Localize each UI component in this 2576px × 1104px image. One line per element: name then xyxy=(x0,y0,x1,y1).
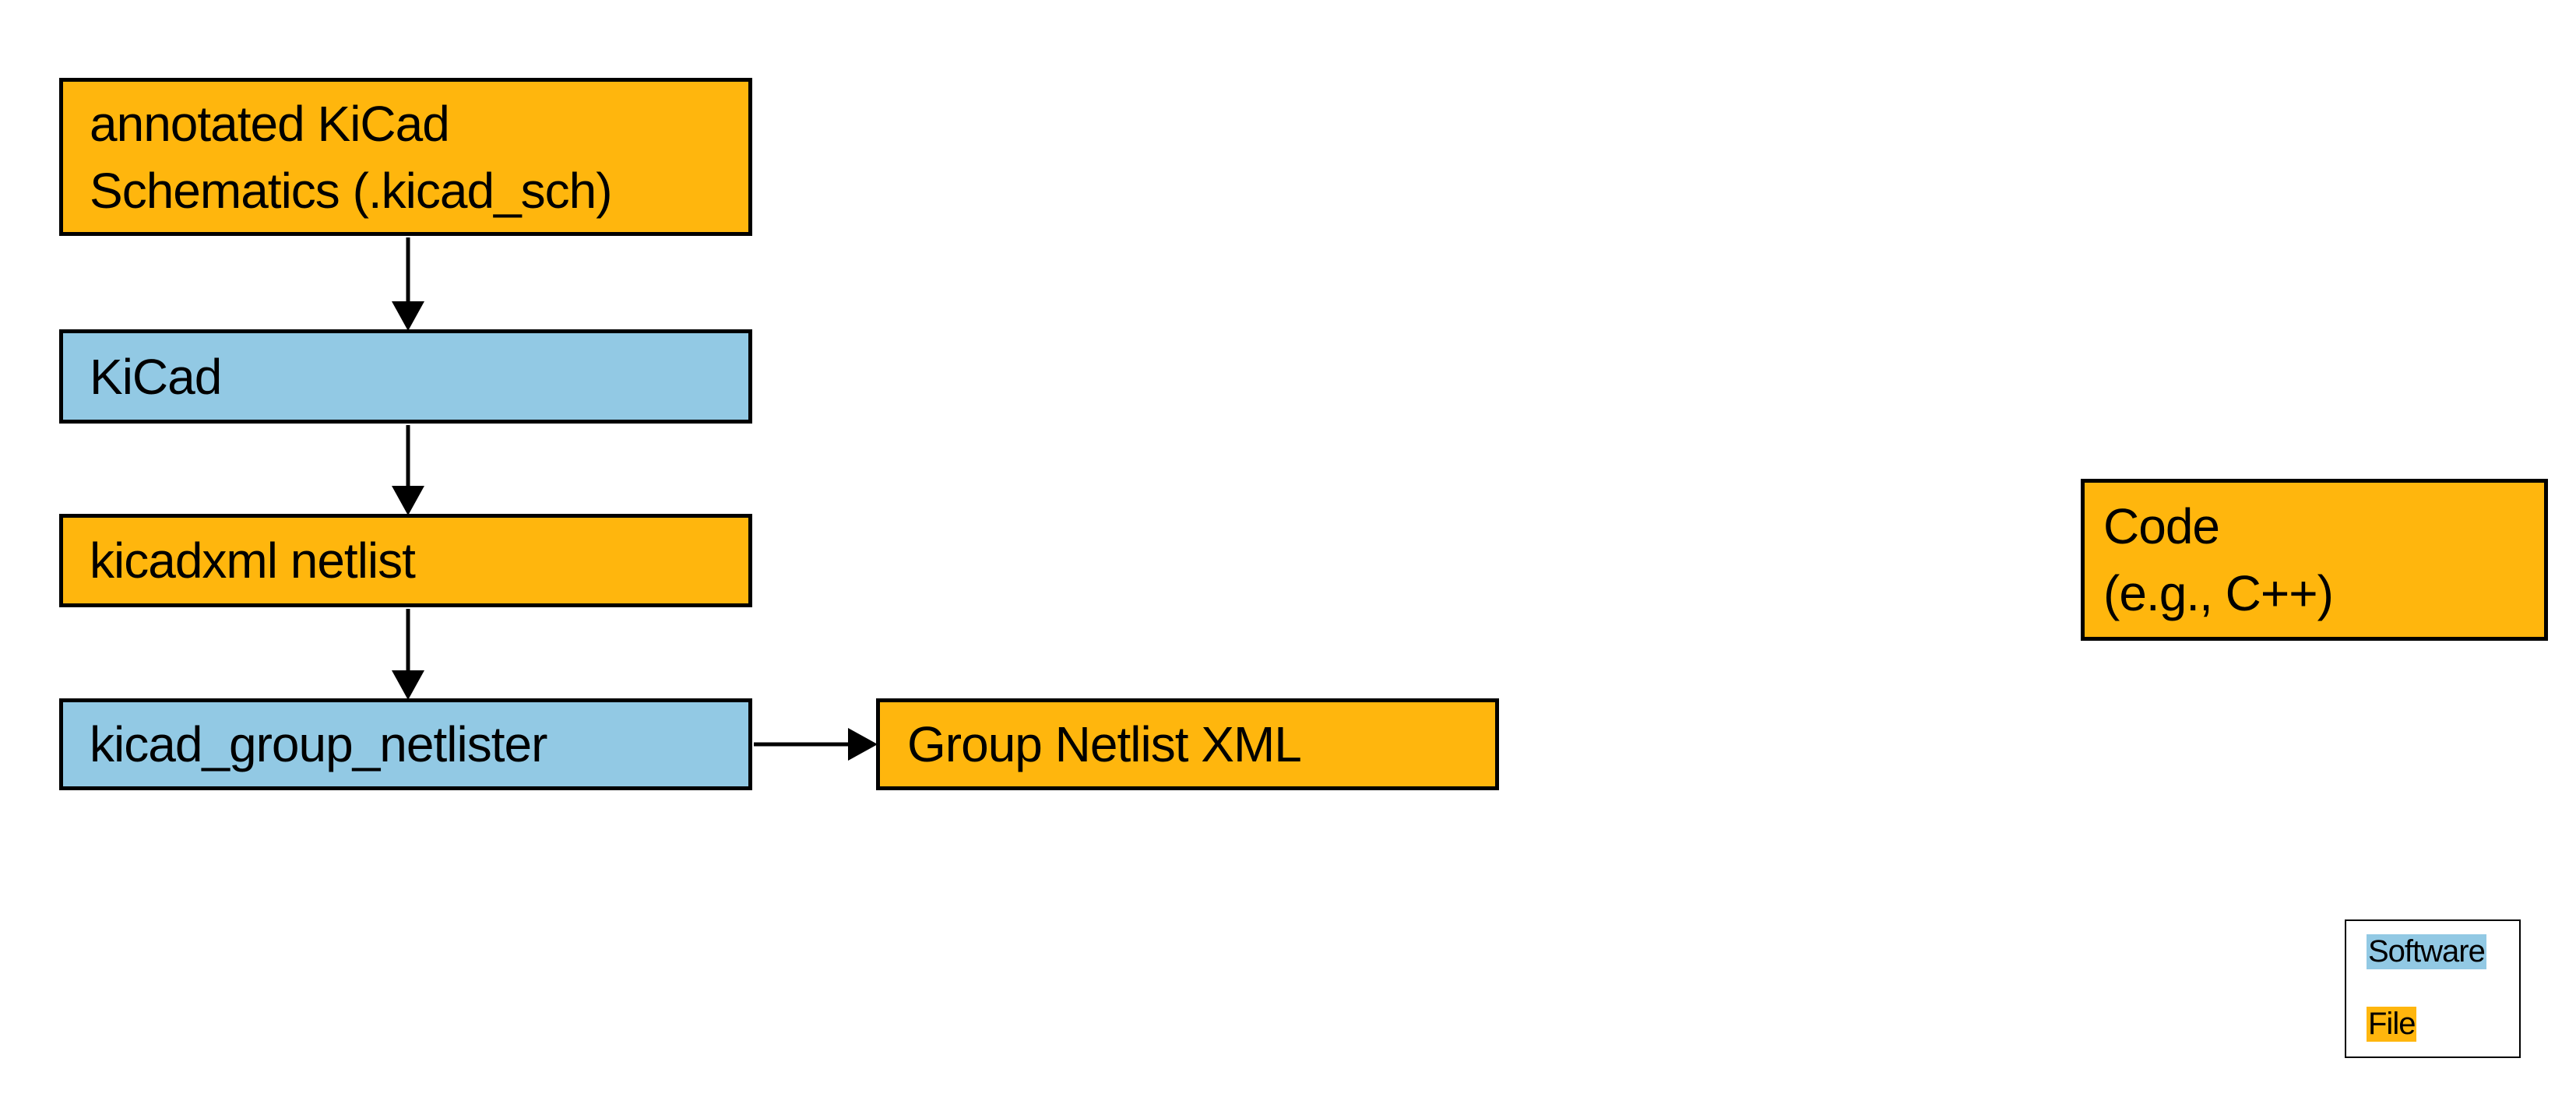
node-kicad-group-netlister: kicad_group_netlister xyxy=(59,698,752,790)
node-label-line: Code xyxy=(2103,498,2220,554)
node-label-line: (e.g., C++) xyxy=(2103,565,2334,621)
node-label: kicad_group_netlister xyxy=(90,716,547,772)
node-label: KiCad xyxy=(90,348,222,405)
node-kicad: KiCad xyxy=(59,329,752,424)
node-code: Code (e.g., C++) xyxy=(2081,479,2548,641)
node-annotated-kicad-schematics: annotated KiCad Schematics (.kicad_sch) xyxy=(59,78,752,236)
arrow-schematics-to-kicad xyxy=(392,237,424,331)
node-kicadxml-netlist: kicadxml netlist xyxy=(59,514,752,607)
node-label: kicadxml netlist xyxy=(90,533,416,589)
node-group-netlist-xml: Group Netlist XML xyxy=(876,698,1499,790)
arrow-kicad-to-kicadxml-netlist xyxy=(392,425,424,515)
node-label-line: annotated KiCad xyxy=(90,95,450,152)
arrow-netlister-to-group-netlist-xml xyxy=(754,728,878,761)
arrow-kicadxml-to-group-netlister xyxy=(392,609,424,700)
legend-item-file: File xyxy=(2367,1007,2417,1042)
node-label: Group Netlist XML xyxy=(907,716,1302,772)
node-label-line: Schematics (.kicad_sch) xyxy=(90,162,613,219)
legend: Software File xyxy=(2345,919,2521,1058)
legend-item-software: Software xyxy=(2367,934,2486,969)
